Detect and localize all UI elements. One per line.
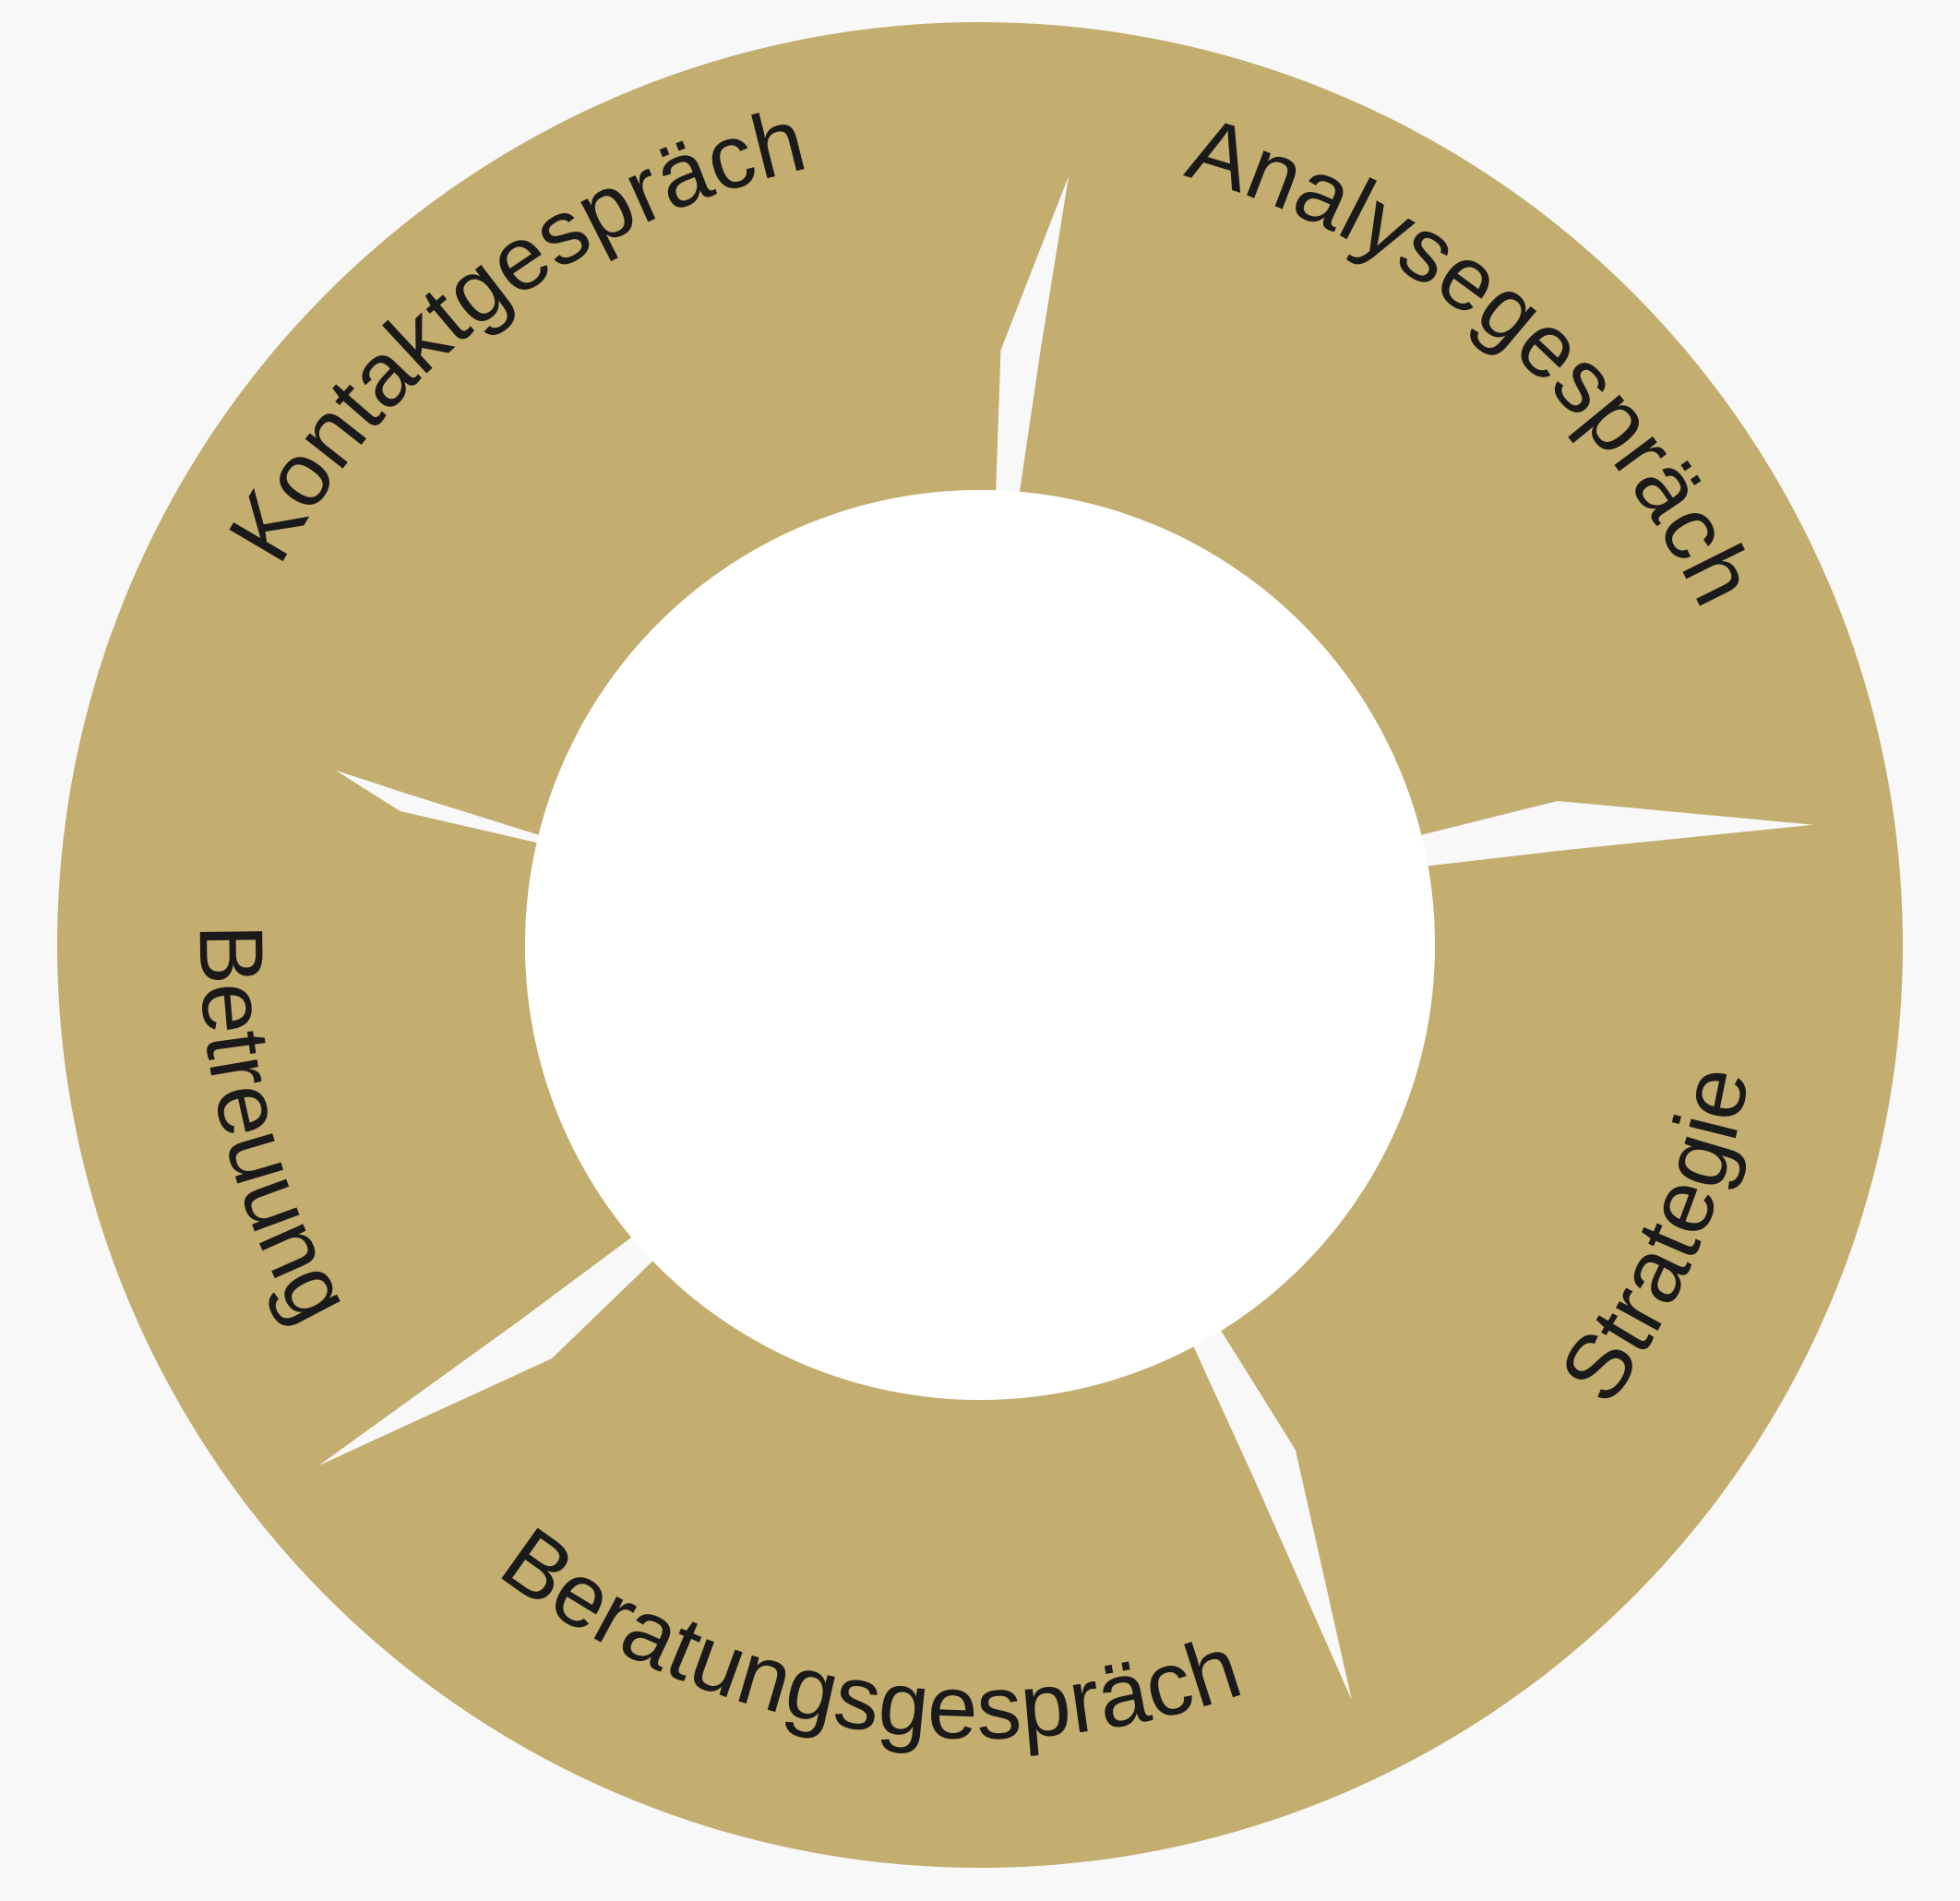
segment-strategie[interactable] <box>1221 816 1904 1782</box>
segment-analysegespraech[interactable] <box>1019 29 1896 835</box>
segment-kontaktgespraech[interactable] <box>92 21 1125 835</box>
segment-beratungsgespraech[interactable] <box>243 1261 1385 1868</box>
segment-betreuung[interactable] <box>57 628 632 1513</box>
center-hub <box>525 490 1435 1400</box>
segments-group <box>57 21 1904 1868</box>
